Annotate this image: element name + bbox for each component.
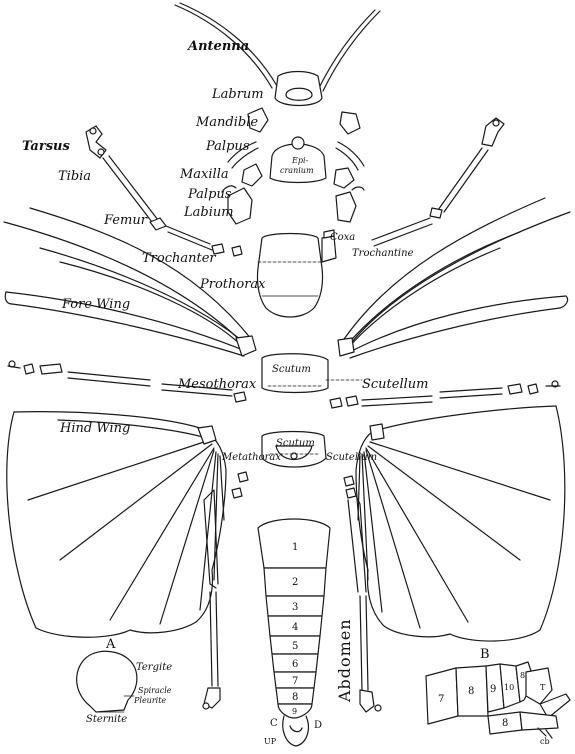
maxilla-right <box>334 142 364 188</box>
label-cranium: cranium <box>280 166 314 175</box>
detail-b-shape <box>426 662 570 738</box>
label-scutellum-1: Scutellum <box>362 377 429 392</box>
label-fig-a: A <box>105 637 116 652</box>
label-scutum-1: Scutum <box>272 364 311 375</box>
label-mesothorax: Mesothorax <box>177 377 257 392</box>
label-scutum-2: Scutum <box>276 438 315 449</box>
label-spiracle: Spiracle <box>138 686 172 695</box>
label-scutellum-2: Scutellum <box>326 452 377 463</box>
labium-right <box>336 187 364 222</box>
label-tergite: Tergite <box>136 662 172 673</box>
label-d: D <box>314 720 322 731</box>
label-femur: Femur <box>103 213 148 228</box>
abdomen-segment-6: 6 <box>292 659 298 670</box>
detail-b-segment-t: T <box>540 683 546 692</box>
label-palpus-1: Palpus <box>205 139 250 154</box>
abdomen-segment-5: 5 <box>292 641 298 652</box>
label-abdomen: Abdomen <box>335 618 354 703</box>
detail-b-segment-10: 10 <box>504 683 514 692</box>
abdomen-segment-8: 8 <box>292 692 298 703</box>
forewing-right <box>338 198 570 358</box>
label-palpus-2: Palpus <box>187 187 232 202</box>
label-sternite: Sternite <box>86 714 127 725</box>
detail-b-segment-8a: 8 <box>468 686 474 697</box>
detail-b-segment-9: 9 <box>490 684 496 695</box>
label-maxilla: Maxilla <box>179 167 229 182</box>
labrum-shape <box>275 72 322 106</box>
label-forewing: Fore Wing <box>61 297 130 312</box>
detail-b-segment-8b: 8 <box>520 671 525 680</box>
label-trochantine: Trochantine <box>352 248 414 259</box>
label-antenna: Antenna <box>186 39 249 54</box>
label-cb: cb <box>540 737 550 746</box>
label-trochanter: Trochanter <box>142 251 216 266</box>
label-metathorax: Metathorax <box>221 452 281 463</box>
mandible-right <box>340 112 360 134</box>
label-pleurite: Pleurite <box>133 696 166 705</box>
abdomen-segment-3: 3 <box>292 602 298 613</box>
label-labrum: Labrum <box>211 87 264 102</box>
abdomen-segment-9: 9 <box>292 707 297 716</box>
label-epi: Epi- <box>291 156 309 165</box>
hindwing-right <box>356 406 565 641</box>
label-coxa: Coxa <box>330 232 355 243</box>
antenna-right <box>318 10 380 91</box>
prothorax-shape <box>257 230 336 317</box>
label-up: UP <box>264 737 277 746</box>
label-c: C <box>270 718 278 729</box>
label-hindwing: Hind Wing <box>59 421 130 436</box>
label-labium: Labium <box>183 205 234 220</box>
abdomen-segment-7: 7 <box>292 676 298 687</box>
label-fig-b: B <box>480 647 490 662</box>
abdomen-segment-2: 2 <box>292 577 298 588</box>
hindleg-left <box>203 472 248 709</box>
hindwing-left <box>7 412 226 638</box>
label-mandible: Mandible <box>195 115 258 130</box>
detail-b-segment-7: 7 <box>438 694 444 705</box>
abdomen-segment-1: 1 <box>292 542 298 553</box>
abdomen-segment-4: 4 <box>292 622 298 633</box>
detail-a-shape <box>77 651 137 712</box>
label-prothorax: Prothorax <box>199 277 266 292</box>
label-tarsus: Tarsus <box>22 139 70 154</box>
detail-b-segment-8c: 8 <box>502 718 508 729</box>
label-tibia: Tibia <box>58 169 91 184</box>
